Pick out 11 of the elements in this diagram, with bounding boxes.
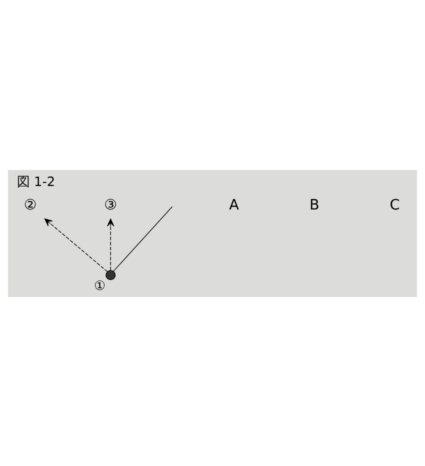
arrow: [44, 218, 108, 272]
diagram-title: 図 1-2: [16, 174, 56, 190]
arrow: [107, 218, 114, 270]
connector: [113, 206, 173, 272]
node-text: ③: [104, 196, 118, 213]
label: A: [229, 196, 239, 213]
node-text: ②: [24, 196, 37, 213]
label: B: [309, 196, 320, 213]
node-label: ①: [94, 278, 106, 294]
label: C: [390, 196, 400, 213]
node-circle: [106, 270, 116, 280]
